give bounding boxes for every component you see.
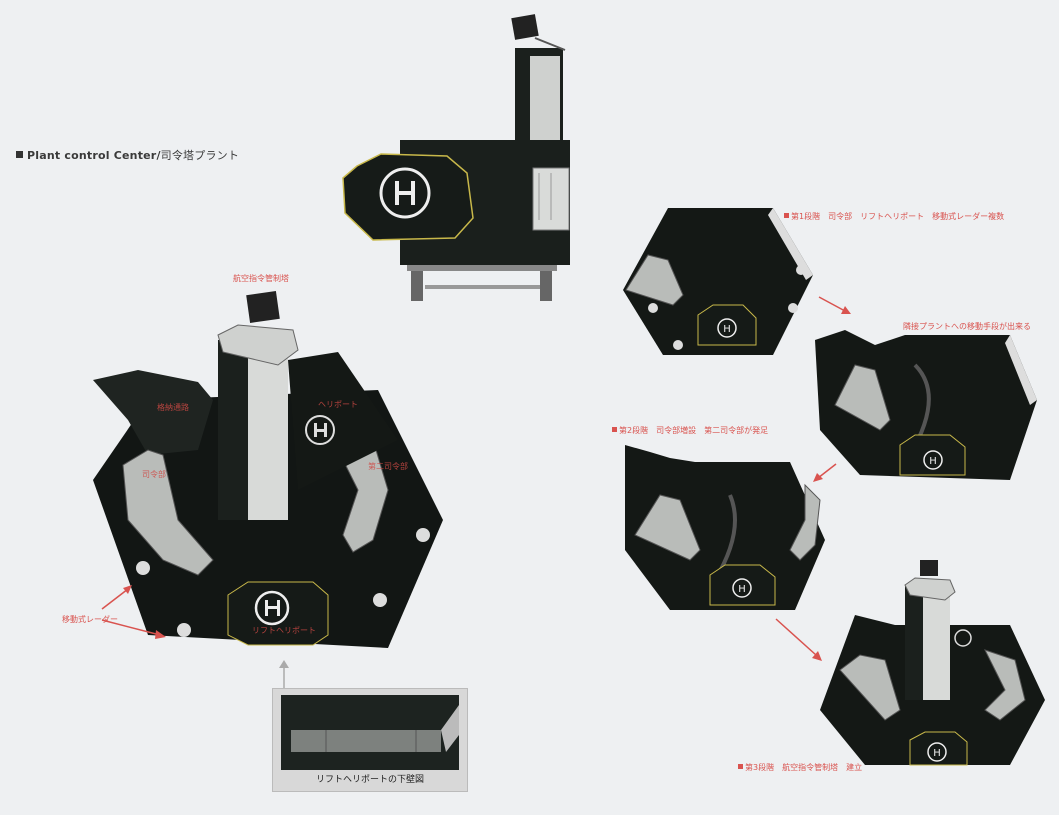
inset-lift-heliport-wall: リフトヘリポートの下壁図 bbox=[272, 688, 468, 792]
label-mobile-radar: 移動式レーダー bbox=[62, 615, 118, 624]
label-tower: 航空指令管制塔 bbox=[233, 274, 289, 283]
svg-text:H: H bbox=[929, 456, 937, 467]
stage-1-model: H bbox=[608, 200, 818, 360]
stage-arrow-3 bbox=[775, 618, 822, 661]
stage-3-label: 第3段階 航空指令管制塔 建立 bbox=[738, 762, 862, 773]
label-lift-heliport: リフトヘリポート bbox=[252, 626, 316, 635]
stage-2-label: 第2段階 司令部増設 第二司令部が発足 bbox=[612, 425, 768, 436]
svg-text:H: H bbox=[723, 324, 731, 335]
radar-arrows bbox=[101, 585, 166, 639]
stage-2-model: H bbox=[620, 440, 830, 615]
main-plant-model bbox=[88, 290, 468, 660]
inset-caption: リフトヘリポートの下壁図 bbox=[315, 775, 424, 785]
stage-1-label: 第1段階 司令部 リフトヘリポート 移動式レーダー複数 bbox=[784, 211, 1004, 222]
bullet-square-icon bbox=[784, 213, 789, 218]
stage-1b-model: H bbox=[815, 325, 1040, 485]
label-command-wing: 司令部 bbox=[142, 470, 166, 479]
stage-arrow-2 bbox=[813, 463, 837, 482]
svg-text:H: H bbox=[933, 748, 941, 759]
bullet-square-icon bbox=[612, 427, 617, 432]
page-title: Plant control Center/司令塔プラント bbox=[16, 147, 239, 163]
label-right-wing: 第二司令部 bbox=[368, 462, 408, 471]
svg-text:H: H bbox=[738, 584, 746, 595]
top-side-view-model bbox=[325, 8, 585, 308]
stage-arrow-1 bbox=[818, 296, 851, 314]
bullet-square-icon bbox=[738, 764, 743, 769]
label-passage: 格納通路 bbox=[157, 403, 189, 412]
inset-image bbox=[281, 695, 459, 770]
stage-1b-label: 隣接プラントへの移動手段が出来る bbox=[903, 322, 1031, 331]
bullet-square-icon bbox=[16, 151, 23, 158]
label-heliport: ヘリポート bbox=[318, 400, 358, 409]
inset-pointer-arrow bbox=[279, 660, 289, 690]
stage-3-model: # H bbox=[815, 560, 1045, 770]
